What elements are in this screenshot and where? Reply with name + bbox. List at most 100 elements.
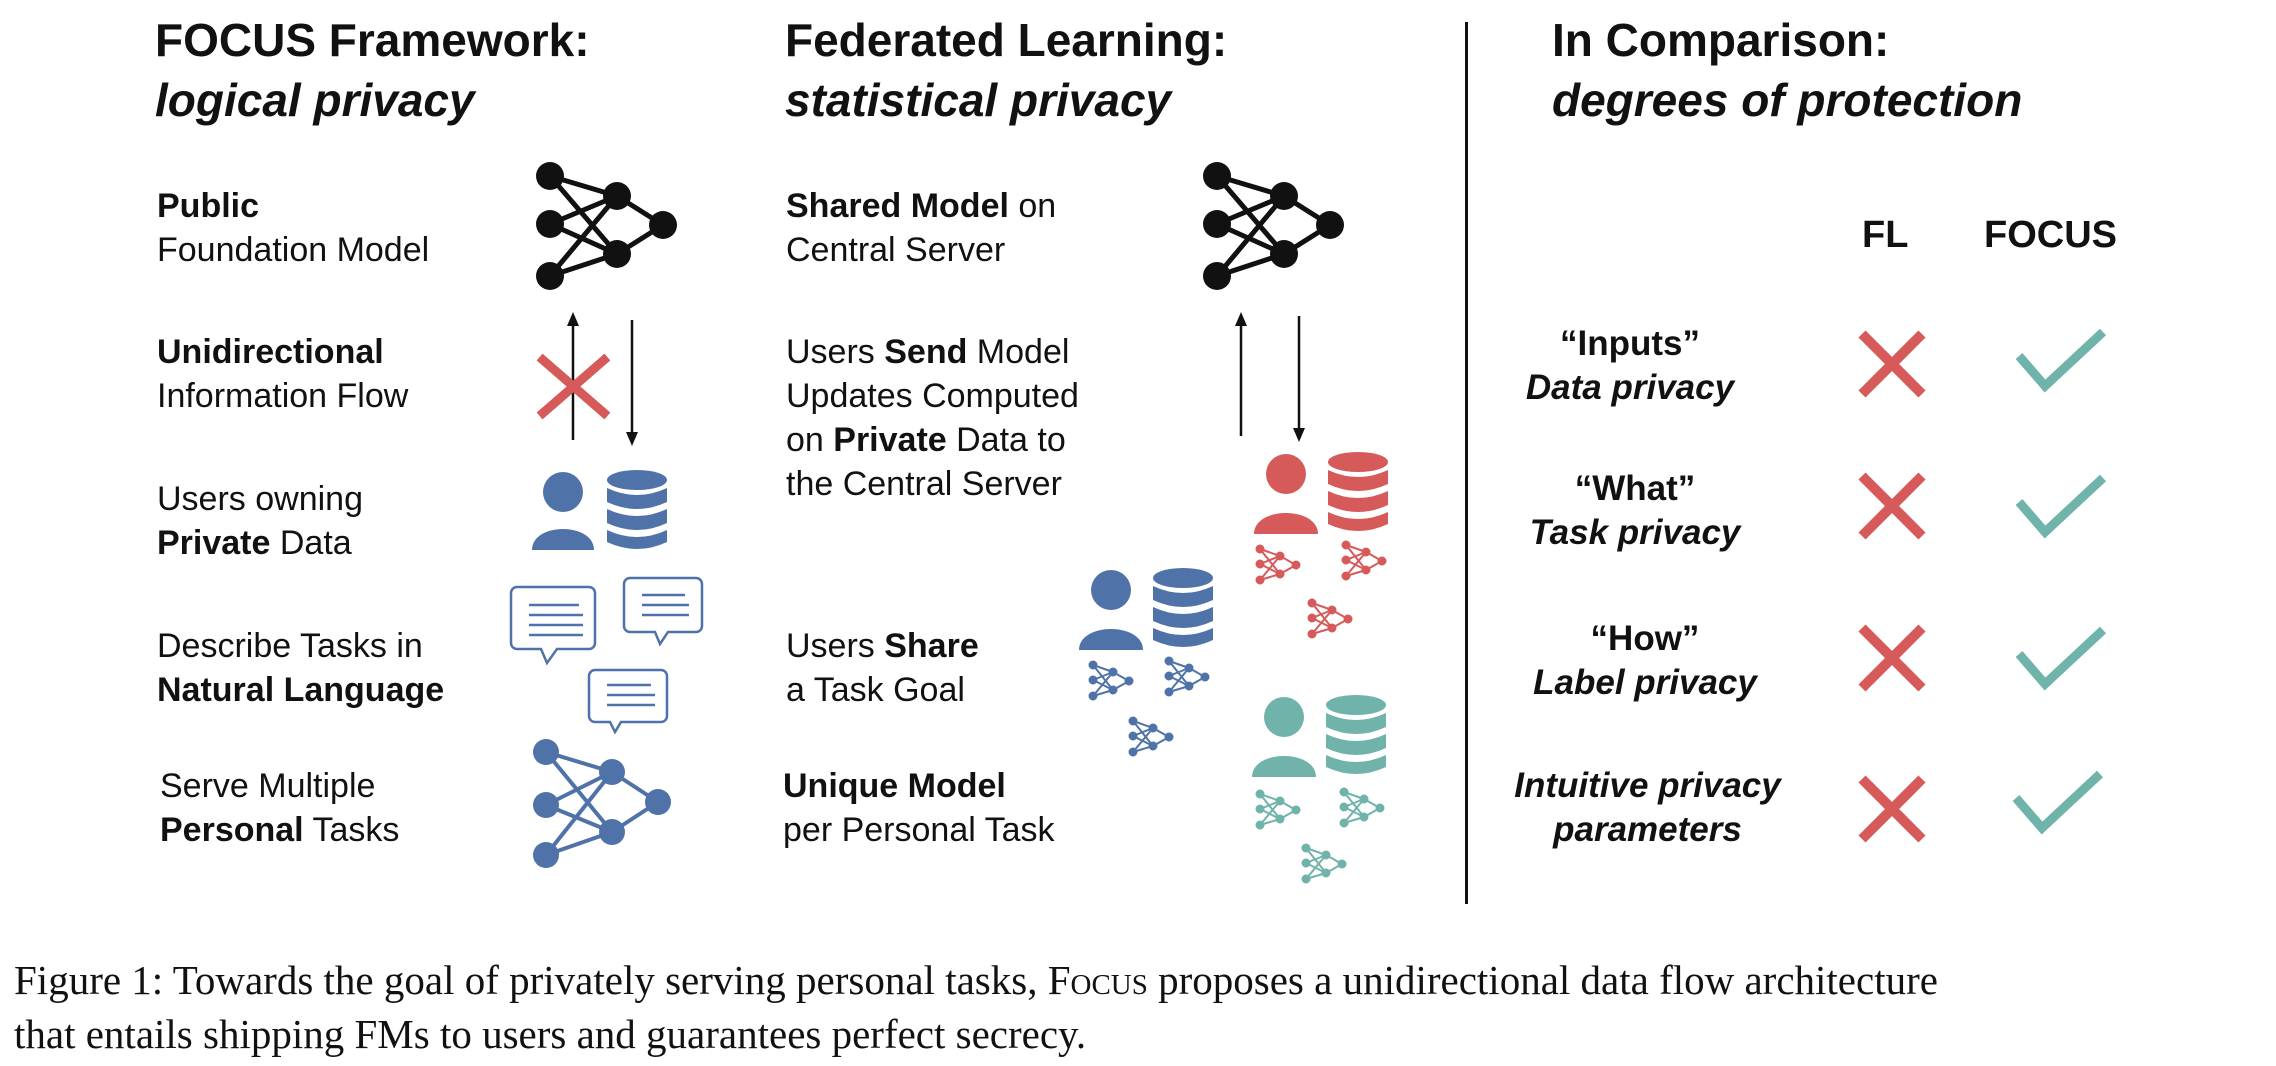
col-header-fl: FL (1862, 214, 1909, 256)
fl-title-line1: Federated Learning: (785, 14, 1228, 66)
focus-label-private-data-bold: Private (157, 524, 271, 562)
fl-label-send-l3-pre: on (786, 421, 834, 459)
focus-label-personal-tasks-pre: Serve Multiple (160, 767, 376, 805)
comparison-row-what: “What” Task privacy (1500, 467, 1770, 555)
check-icon (2012, 770, 2104, 835)
fl-label-unique-model-bold: Unique Model (783, 767, 1006, 805)
caption-focus-name: Focus (1047, 957, 1148, 1003)
focus-label-private-data: Users owning Private Data (157, 477, 363, 565)
focus-label-public-model: Public Foundation Model (157, 184, 429, 272)
neural-network-icon (536, 162, 677, 290)
database-icon (1328, 452, 1388, 531)
focus-label-unidirectional: Unidirectional Information Flow (157, 330, 408, 418)
fl-label-send-l3-bold: Private (833, 421, 947, 459)
check-icon (2015, 328, 2107, 393)
cross-icon (1858, 472, 1926, 540)
fl-label-send-bold: Send (884, 333, 968, 371)
focus-label-personal-tasks-bold: Personal (160, 811, 304, 849)
fl-label-share-pre: Users (786, 627, 885, 665)
fl-user-group-teal (1252, 695, 1386, 884)
comparison-row-inputs-line2: Data privacy (1525, 368, 1735, 407)
cross-icon (536, 353, 611, 420)
caption-line2: that entails shipping FMs to users and g… (14, 1011, 1087, 1057)
fl-label-send-post: Model (967, 333, 1070, 371)
focus-label-natural-language: Describe Tasks in Natural Language (157, 624, 444, 712)
fl-user-group-blue (1079, 568, 1213, 757)
comparison-title-line1: In Comparison: (1552, 14, 1890, 66)
comparison-row-intuitive: Intuitive privacy parameters (1495, 764, 1800, 852)
neural-network-icon (1255, 540, 1387, 639)
fl-label-shared-model: Shared Model on Central Server (786, 184, 1056, 272)
focus-label-private-data-post: Data (270, 524, 352, 562)
user-icon (532, 472, 594, 550)
focus-label-natural-language-bold: Natural Language (157, 671, 445, 709)
column-divider (1465, 22, 1468, 904)
col-header-focus: FOCUS (1984, 214, 2117, 256)
fl-label-share-line2: a Task Goal (786, 671, 965, 709)
comparison-row-how-line1: “How” (1590, 619, 1700, 658)
focus-title: FOCUS Framework: logical privacy (155, 10, 590, 130)
caption-line1: Figure 1: Towards the goal of privately … (14, 953, 1938, 1007)
neural-network-icon (533, 739, 671, 868)
fl-user-group-red (1254, 452, 1388, 639)
fl-label-send-pre: Users (786, 333, 885, 371)
cross-icon (1858, 330, 1926, 398)
comparison-row-intuitive-line1: Intuitive privacy (1514, 766, 1781, 805)
chat-bubble-icon (622, 576, 704, 647)
focus-label-personal-tasks: Serve Multiple Personal Tasks (160, 764, 399, 852)
fl-title: Federated Learning: statistical privacy (785, 10, 1227, 130)
fl-label-send-l3-post: Data to (946, 421, 1066, 459)
cross-icon (1858, 624, 1926, 692)
neural-network-icon (1255, 787, 1385, 884)
fl-label-share-goal: Users Share a Task Goal (786, 624, 979, 712)
user-icon (1254, 454, 1318, 534)
arrow-up-icon (567, 312, 579, 440)
database-icon (1326, 695, 1386, 774)
focus-flow-arrows (536, 312, 638, 446)
focus-user-data-icon (532, 470, 667, 550)
fl-label-send-line2: Updates Computed (786, 377, 1079, 415)
focus-label-public-bold: Public (157, 187, 260, 225)
cross-icon (1858, 775, 1926, 843)
fl-label-unique-model-line2: per Personal Task (783, 811, 1055, 849)
fl-label-unique-model: Unique Model per Personal Task (783, 764, 1055, 852)
fl-label-shared-model-bold: Shared Model (786, 187, 1009, 225)
database-icon (1153, 568, 1213, 647)
user-icon (1252, 697, 1316, 777)
arrow-down-icon (1293, 316, 1305, 442)
check-icon (2015, 474, 2107, 539)
comparison-row-what-line2: Task privacy (1529, 513, 1741, 552)
focus-label-public-rest: Foundation Model (157, 231, 430, 269)
fl-flow-arrows (1235, 312, 1305, 442)
fl-label-send-updates: Users Send Model Updates Computed on Pri… (786, 330, 1079, 506)
comparison-row-inputs-line1: “Inputs” (1560, 324, 1700, 363)
comparison-title: In Comparison: degrees of protection (1552, 10, 2022, 130)
fl-label-send-line4: the Central Server (786, 465, 1062, 503)
arrow-down-icon (626, 320, 638, 446)
fl-label-share-bold: Share (884, 627, 979, 665)
focus-label-natural-language-pre: Describe Tasks in (157, 627, 423, 665)
neural-network-icon (1088, 656, 1210, 757)
comparison-row-what-line1: “What” (1574, 469, 1696, 508)
focus-label-private-data-pre: Users owning (157, 480, 363, 518)
comparison-row-how-line2: Label privacy (1533, 663, 1757, 702)
chat-bubble-icon (587, 668, 669, 735)
fl-label-shared-model-line2: Central Server (786, 231, 1006, 269)
focus-title-line2: logical privacy (155, 74, 475, 126)
comparison-title-line2: degrees of protection (1552, 74, 2023, 126)
arrow-up-icon (1235, 312, 1247, 436)
focus-label-unidirectional-bold: Unidirectional (157, 333, 384, 371)
caption-line1-pre: Figure 1: Towards the goal of privately … (14, 957, 1048, 1003)
check-icon (2015, 626, 2107, 691)
comparison-row-how: “How” Label privacy (1505, 617, 1785, 705)
user-icon (1079, 570, 1143, 650)
focus-title-line1: FOCUS Framework: (155, 14, 590, 66)
figure-caption: Figure 1: Towards the goal of privately … (14, 953, 1938, 1061)
focus-label-personal-tasks-post: Tasks (303, 811, 400, 849)
database-icon (607, 470, 667, 549)
fl-label-shared-model-post: on (1008, 187, 1057, 225)
comparison-row-inputs: “Inputs” Data privacy (1500, 322, 1760, 410)
fl-title-line2: statistical privacy (785, 74, 1172, 126)
comparison-row-intuitive-line2: parameters (1553, 810, 1742, 849)
focus-label-unidirectional-rest: Information Flow (157, 377, 409, 415)
